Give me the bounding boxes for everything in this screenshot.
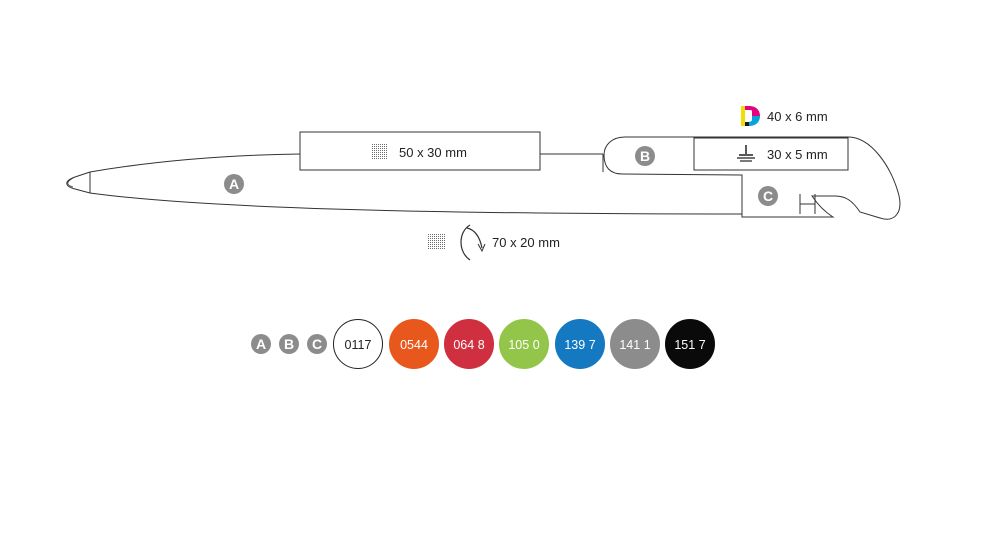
legend-part-b: B bbox=[279, 334, 299, 354]
color-swatch[interactable]: 0544 bbox=[389, 319, 439, 369]
print-area-barrel bbox=[299, 131, 541, 171]
legend-part-c: C bbox=[307, 334, 327, 354]
print-area-clip bbox=[693, 137, 849, 171]
clip-digital-print-size: 40 x 6 mm bbox=[767, 109, 828, 124]
pen-barrel bbox=[66, 153, 743, 215]
color-swatch[interactable]: 141 1 bbox=[610, 319, 660, 369]
pen-clip bbox=[603, 136, 901, 220]
color-swatch[interactable]: 064 8 bbox=[444, 319, 494, 369]
rotate-arrow-icon bbox=[460, 224, 486, 261]
barrel-print-size: 50 x 30 mm bbox=[399, 145, 467, 160]
part-c-badge: C bbox=[758, 186, 778, 206]
color-swatch[interactable]: 139 7 bbox=[555, 319, 605, 369]
color-swatch[interactable]: 151 7 bbox=[665, 319, 715, 369]
color-swatch[interactable]: 105 0 bbox=[499, 319, 549, 369]
part-b-badge: B bbox=[635, 146, 655, 166]
pad-print-icon bbox=[737, 145, 755, 162]
legend-part-a: A bbox=[251, 334, 271, 354]
part-a-badge: A bbox=[224, 174, 244, 194]
rotary-print-size: 70 x 20 mm bbox=[492, 235, 560, 250]
clip-pad-print-size: 30 x 5 mm bbox=[767, 147, 828, 162]
screen-print-grid-icon bbox=[428, 233, 445, 250]
color-swatch[interactable]: 0117 bbox=[333, 319, 383, 369]
digital-print-icon bbox=[741, 106, 760, 126]
screen-print-grid-icon bbox=[371, 144, 388, 160]
